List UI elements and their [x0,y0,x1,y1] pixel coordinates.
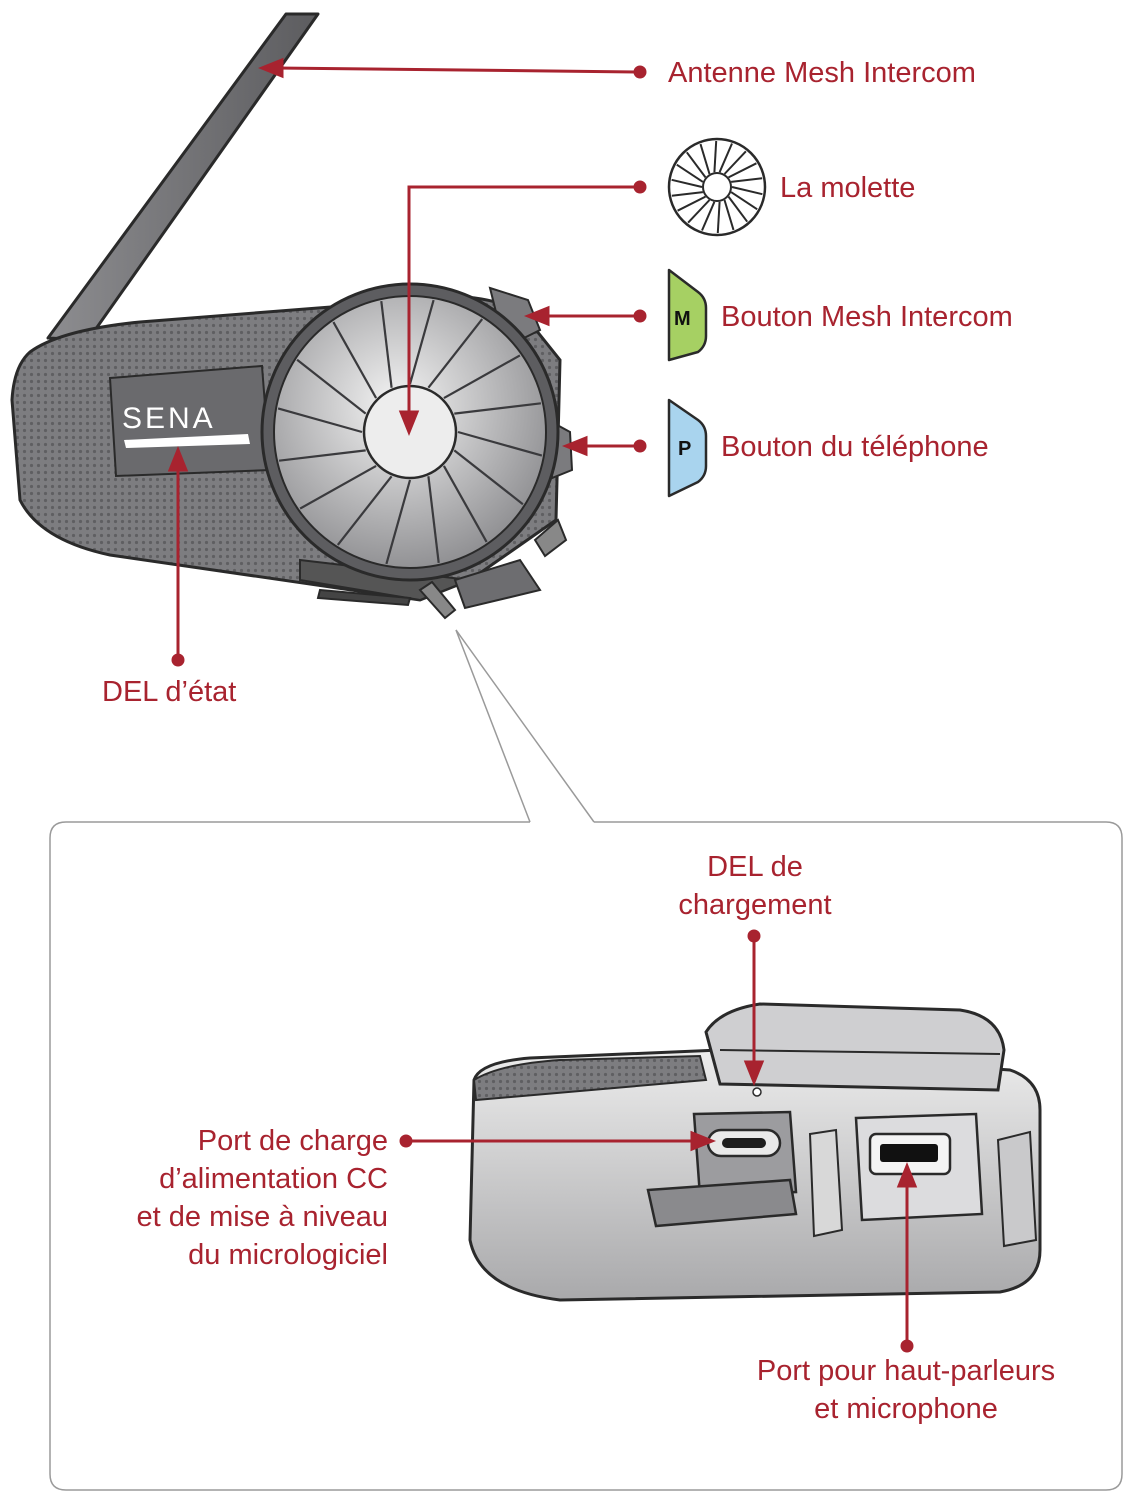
wheel-spoke [671,191,704,197]
logo-panel: SENA [108,364,272,478]
wheel-spoke [701,201,716,231]
wheel-spoke [676,163,704,183]
wheel-icon [667,137,767,237]
dial-spoke [453,449,524,506]
wheel-spoke [730,177,763,183]
dial-spoke [427,476,440,564]
clips [418,518,568,620]
dial-spoke [454,402,542,415]
svg-text:M: M [674,308,691,330]
wheel-spoke [718,143,733,173]
dial-spoke [380,300,393,388]
dial-spoke [332,321,378,399]
m-badge-icon: M [667,268,708,362]
p-badge-icon: P [667,398,708,498]
wheel-spoke [699,143,711,175]
label-status-led: DEL d’état [102,676,237,708]
label-jog-dial: La molette [780,172,916,204]
leader-lines-lower [399,929,918,1353]
svg-text:P: P [678,438,691,460]
label-speaker-port: Port pour haut-parleurs et microphone [756,1355,1056,1425]
wheel-spoke [723,150,747,175]
wheel-spoke [685,151,707,178]
label-phone-button: Bouton du téléphone [721,431,989,463]
wheel-spoke [716,201,721,234]
label-dc-port: Port de charge d’alimentation CC et de m… [136,1125,388,1271]
dial-spoke [277,407,363,434]
sena-logo: SENA [122,402,216,435]
dial-spoke [442,465,488,543]
wheel-spoke [713,140,718,173]
dial-spoke [278,449,366,462]
dial-spoke [385,479,412,565]
wheel-spoke [728,162,757,179]
wheel-spoke [671,178,703,188]
wheel-spoke [687,199,711,224]
dial-spoke [457,430,543,457]
wheel-spoke [731,186,763,196]
dial-spoke [408,299,435,385]
dial-spoke [299,464,377,510]
dial-spoke [427,318,484,389]
speaker-port-area [854,1112,1038,1248]
wheel-spoke [727,196,749,223]
dc-port-area [646,1110,844,1238]
label-antenna: Antenne Mesh Intercom [668,57,976,89]
wheel-spoke [723,199,735,231]
wheel-spoke [677,195,706,212]
dial-spoke [296,358,367,415]
dial-spoke [443,354,521,400]
leader-lines-upper [167,57,647,667]
wheel-spoke [730,191,758,211]
zoom-callout [49,629,1123,1491]
dial-spoke [336,475,393,546]
label-charging-led: DEL de chargement [678,851,832,921]
label-mesh-button: Bouton Mesh Intercom [721,301,1013,333]
